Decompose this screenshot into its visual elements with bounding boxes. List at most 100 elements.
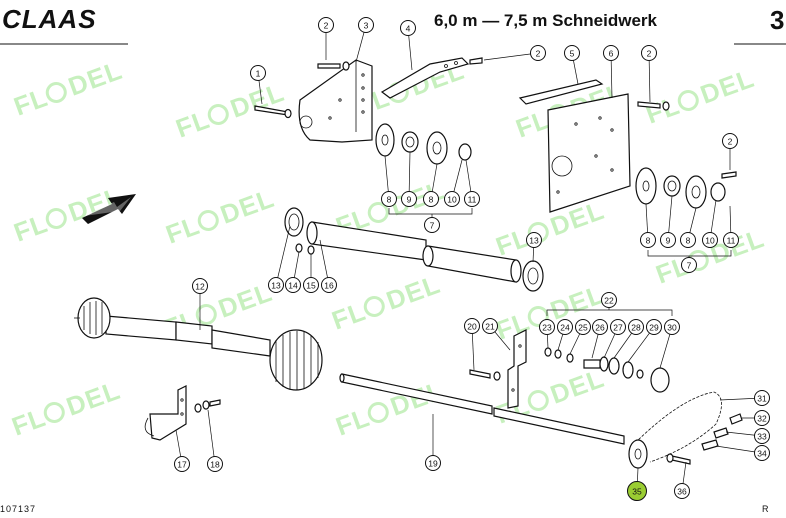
callout-15: 15	[303, 277, 319, 293]
direction-arrow-icon	[82, 194, 136, 224]
bolt-2-top-left	[317, 61, 350, 71]
callout-number: 11	[727, 236, 736, 246]
callout-13: 13	[526, 232, 542, 248]
leader-line	[648, 52, 651, 103]
callout-22: 22	[601, 292, 617, 308]
callout-10: 10	[702, 232, 718, 248]
svg-text:DEL: DEL	[706, 223, 768, 270]
bolt-18	[194, 399, 221, 413]
flange-13-right	[522, 260, 544, 292]
group-bracket-line	[546, 308, 673, 316]
callout-number: 18	[210, 460, 220, 470]
callout-2: 2	[530, 45, 546, 61]
svg-text:FL: FL	[162, 210, 204, 250]
svg-text:DEL: DEL	[226, 77, 288, 124]
leader-line	[483, 52, 539, 61]
flange-13-left	[284, 207, 304, 237]
callout-number: 9	[407, 195, 412, 205]
svg-text:DEL: DEL	[62, 375, 124, 422]
callout-number: 8	[429, 195, 434, 205]
callout-10: 10	[444, 191, 460, 207]
watermark-mark: FL DEL	[8, 375, 124, 442]
page-number: 3	[770, 5, 784, 35]
callout-9: 9	[401, 191, 417, 207]
callout-9: 9	[660, 232, 676, 248]
callout-3: 3	[358, 17, 374, 33]
callout-number: 2	[536, 49, 541, 59]
callout-number: 29	[649, 323, 659, 333]
bolt-1	[254, 105, 292, 119]
svg-text:FL: FL	[642, 90, 684, 130]
callout-2: 2	[641, 45, 657, 61]
callout-5: 5	[564, 45, 580, 61]
leader-line	[275, 225, 291, 286]
callout-30: 30	[664, 319, 680, 335]
leader-line	[207, 409, 216, 465]
callout-25: 25	[575, 319, 591, 335]
svg-text:FL: FL	[172, 104, 214, 144]
bolt-36	[666, 453, 691, 465]
callout-2: 2	[318, 17, 334, 33]
roller-chain-31	[631, 391, 722, 463]
shaft-19	[339, 373, 625, 445]
watermark-mark: FL DEL	[492, 279, 608, 346]
footer-right-text: R	[762, 504, 769, 513]
callout-19: 19	[425, 455, 441, 471]
callout-number: 2	[728, 137, 733, 147]
callout-number: 7	[430, 221, 435, 231]
callout-34: 34	[754, 445, 770, 461]
callout-18: 18	[207, 456, 223, 472]
drive-shaft-12	[74, 297, 323, 391]
strut-bar-4	[380, 57, 483, 99]
svg-text:DEL: DEL	[546, 279, 608, 326]
callout-number: 20	[467, 322, 477, 332]
callout-number: 2	[324, 21, 329, 31]
page-title: 6,0 m — 7,5 m Schneidwerk	[434, 11, 658, 30]
callout-number: 14	[288, 281, 298, 291]
drawing-code: 107137	[0, 504, 36, 513]
callout-29: 29	[646, 319, 662, 335]
callout-number: 25	[578, 323, 588, 333]
callout-36: 36	[674, 483, 690, 499]
callout-number: 27	[613, 323, 623, 333]
callout-number: 21	[485, 322, 495, 332]
callout-1: 1	[250, 65, 266, 81]
callout-26: 26	[592, 319, 608, 335]
callout-number: 36	[677, 487, 687, 497]
callout-17: 17	[174, 456, 190, 472]
callout-11: 11	[723, 232, 739, 248]
svg-text:FL: FL	[332, 402, 374, 442]
callout-23: 23	[539, 319, 555, 335]
svg-text:FL: FL	[8, 402, 50, 442]
callout-number: 8	[387, 195, 392, 205]
callout-12: 12	[192, 278, 208, 294]
chain-links-32-34	[701, 413, 743, 451]
callout-33: 33	[754, 428, 770, 444]
callout-32: 32	[754, 410, 770, 426]
callout-number: 10	[705, 236, 715, 246]
callout-number: 12	[195, 282, 205, 292]
callout-24: 24	[557, 319, 573, 335]
callout-31: 31	[754, 390, 770, 406]
callout-number: 31	[757, 394, 767, 404]
callout-number: 17	[177, 460, 187, 470]
svg-text:DEL: DEL	[546, 363, 608, 410]
callout-number: 6	[609, 49, 614, 59]
callout-number: 23	[542, 323, 552, 333]
callout-number: 13	[271, 281, 281, 291]
callout-number: 22	[604, 296, 614, 306]
callout-number: 3	[364, 21, 369, 31]
callout-7: 7	[424, 217, 440, 233]
callout-number: 34	[757, 449, 767, 459]
callout-number: 8	[686, 236, 691, 246]
svg-text:FL: FL	[492, 306, 534, 346]
callout-2: 2	[722, 133, 738, 149]
callout-28: 28	[628, 319, 644, 335]
svg-text:FL: FL	[10, 82, 52, 122]
svg-text:DEL: DEL	[696, 63, 758, 110]
bolt-20	[469, 369, 501, 381]
